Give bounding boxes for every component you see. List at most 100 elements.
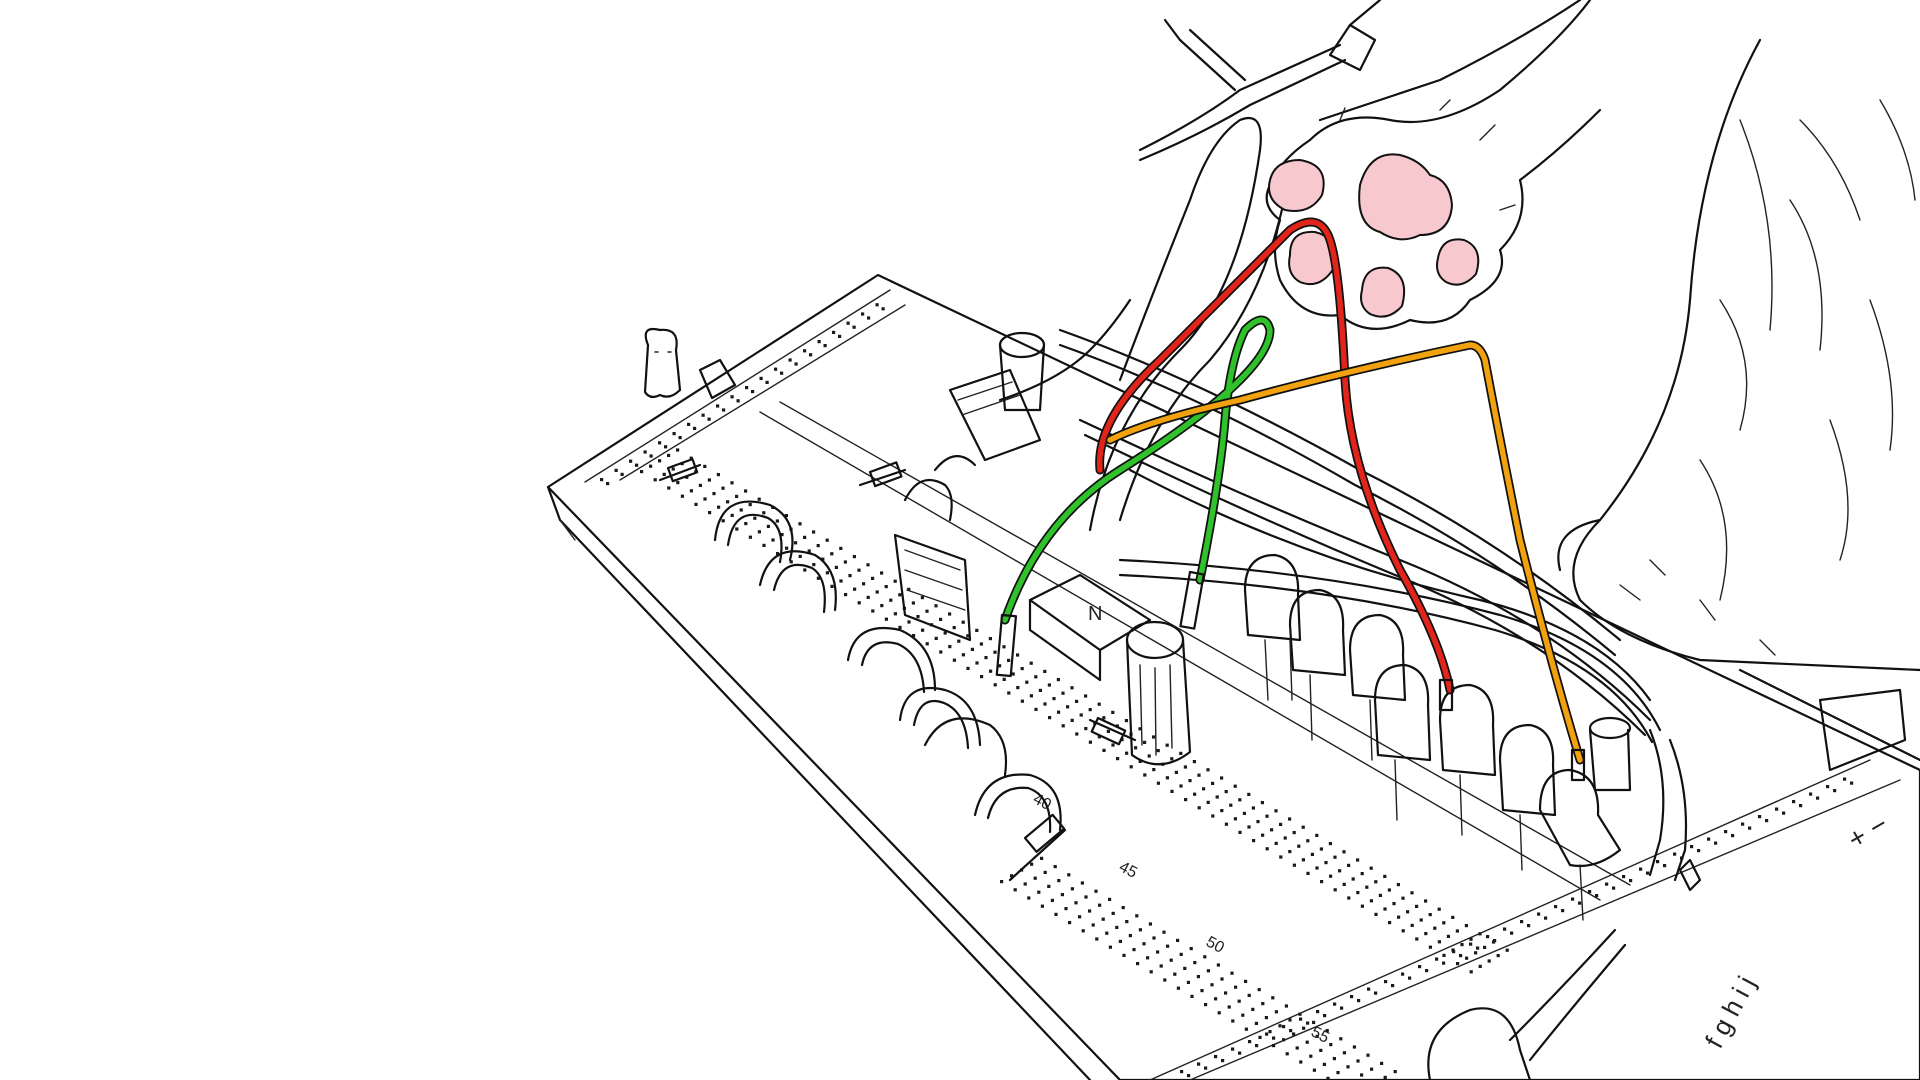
breadboard-hole: [1261, 833, 1265, 837]
breadboard-hole: [1043, 870, 1047, 874]
breadboard-hole: [1148, 922, 1152, 926]
breadboard-hole: [672, 432, 676, 436]
breadboard-hole: [1204, 1066, 1208, 1070]
breadboard-hole: [766, 524, 770, 528]
breadboard-hole: [1043, 669, 1047, 673]
breadboard-hole: [875, 590, 879, 594]
breadboard-hole: [1428, 945, 1432, 949]
breadboard-hole: [1325, 1029, 1329, 1033]
breadboard-hole: [716, 473, 720, 477]
breadboard-hole: [1040, 904, 1044, 908]
breadboard-hole: [907, 587, 911, 591]
breadboard-hole: [788, 358, 792, 362]
breadboard-hole: [1380, 1061, 1384, 1065]
breadboard-hole: [757, 530, 761, 534]
breadboard-hole: [1066, 705, 1070, 709]
breadboard-hole: [1075, 732, 1079, 736]
breadboard-hole: [1193, 961, 1197, 965]
breadboard-hole: [1162, 930, 1166, 934]
breadboard-hole: [1442, 961, 1446, 965]
breadboard-hole: [1724, 830, 1728, 834]
breadboard-hole: [1070, 887, 1074, 891]
breadboard-hole: [1537, 912, 1541, 916]
breadboard-hole: [759, 376, 763, 380]
breadboard-hole: [921, 628, 925, 632]
breadboard-hole: [678, 436, 682, 440]
breadboard-hole: [748, 503, 752, 507]
breadboard-hole: [1295, 1046, 1299, 1050]
breadboard-hole: [1369, 866, 1373, 870]
breadboard-hole: [1224, 822, 1228, 826]
breadboard-hole: [1258, 1035, 1262, 1039]
breadboard-hole: [1415, 904, 1419, 908]
breadboard-hole: [1149, 970, 1153, 974]
breadboard-hole: [1143, 773, 1147, 777]
breadboard-hole: [1401, 896, 1405, 900]
breadboard-hole: [1748, 826, 1752, 830]
breadboard-hole: [966, 634, 970, 638]
breadboard-hole: [966, 666, 970, 670]
breadboard-hole: [689, 489, 693, 493]
breadboard-hole: [1474, 951, 1478, 955]
breadboard-hole: [1227, 1005, 1231, 1009]
breadboard-hole: [1433, 926, 1437, 930]
breadboard-hole: [1128, 934, 1132, 938]
breadboard-hole: [939, 650, 943, 654]
breadboard: [546, 273, 1920, 1080]
breadboard-hole: [1392, 902, 1396, 906]
breadboard-hole: [1129, 765, 1133, 769]
breadboard-hole: [934, 636, 938, 640]
breadboard-hole: [830, 584, 834, 588]
breadboard-hole: [687, 422, 691, 426]
breadboard-hole: [1465, 956, 1469, 960]
cat-body: [1318, 0, 1920, 672]
breadboard-hole: [794, 541, 798, 545]
breadboard-hole: [1456, 962, 1460, 966]
breadboard-hole: [1037, 890, 1041, 894]
breadboard-hole: [1338, 869, 1342, 873]
breadboard-hole: [834, 565, 838, 569]
breadboard-hole: [1238, 830, 1242, 834]
breadboard-hole: [765, 380, 769, 384]
breadboard-hole: [1108, 897, 1112, 901]
breadboard-hole: [1396, 883, 1400, 887]
breadboard-hole: [993, 683, 997, 687]
breadboard-hole: [1460, 943, 1464, 947]
breadboard-hole: [1094, 889, 1098, 893]
breadboard-hole: [735, 494, 739, 498]
breadboard-hole: [707, 478, 711, 482]
breadboard-hole: [1410, 891, 1414, 895]
breadboard-hole: [1629, 879, 1633, 883]
breadboard-hole: [1503, 927, 1507, 931]
breadboard-hole: [1242, 811, 1246, 815]
breadboard-hole: [1360, 872, 1364, 876]
breadboard-hole: [1211, 781, 1215, 785]
breadboard-hole: [1255, 1044, 1259, 1048]
breadboard-hole: [1673, 852, 1677, 856]
breadboard-hole: [884, 617, 888, 621]
breadboard-hole: [1346, 1065, 1350, 1069]
breadboard-hole: [694, 502, 698, 506]
breadboard-hole: [1279, 822, 1283, 826]
breadboard-hole: [880, 571, 884, 575]
breadboard-hole: [1122, 953, 1126, 957]
breadboard-hole: [1833, 789, 1837, 793]
breadboard-hole: [735, 527, 739, 531]
breadboard-hole: [1476, 946, 1480, 950]
breadboard-hole: [1029, 661, 1033, 665]
breadboard-hole: [1118, 939, 1122, 943]
breadboard-hole: [1081, 929, 1085, 933]
breadboard-hole: [1192, 760, 1196, 764]
breadboard-hole: [1040, 856, 1044, 860]
breadboard-hole: [1013, 888, 1017, 892]
breadboard-hole: [1297, 844, 1301, 848]
breadboard-hole: [1238, 1051, 1242, 1055]
row-number-55: 55: [1308, 1024, 1332, 1047]
breadboard-hole: [871, 576, 875, 580]
breadboard-hole: [1038, 688, 1042, 692]
breadboard-hole: [1369, 899, 1373, 903]
breadboard-hole: [1274, 1010, 1278, 1014]
breadboard-hole: [1188, 779, 1192, 783]
breadboard-hole: [1351, 877, 1355, 881]
breadboard-hole: [1091, 923, 1095, 927]
